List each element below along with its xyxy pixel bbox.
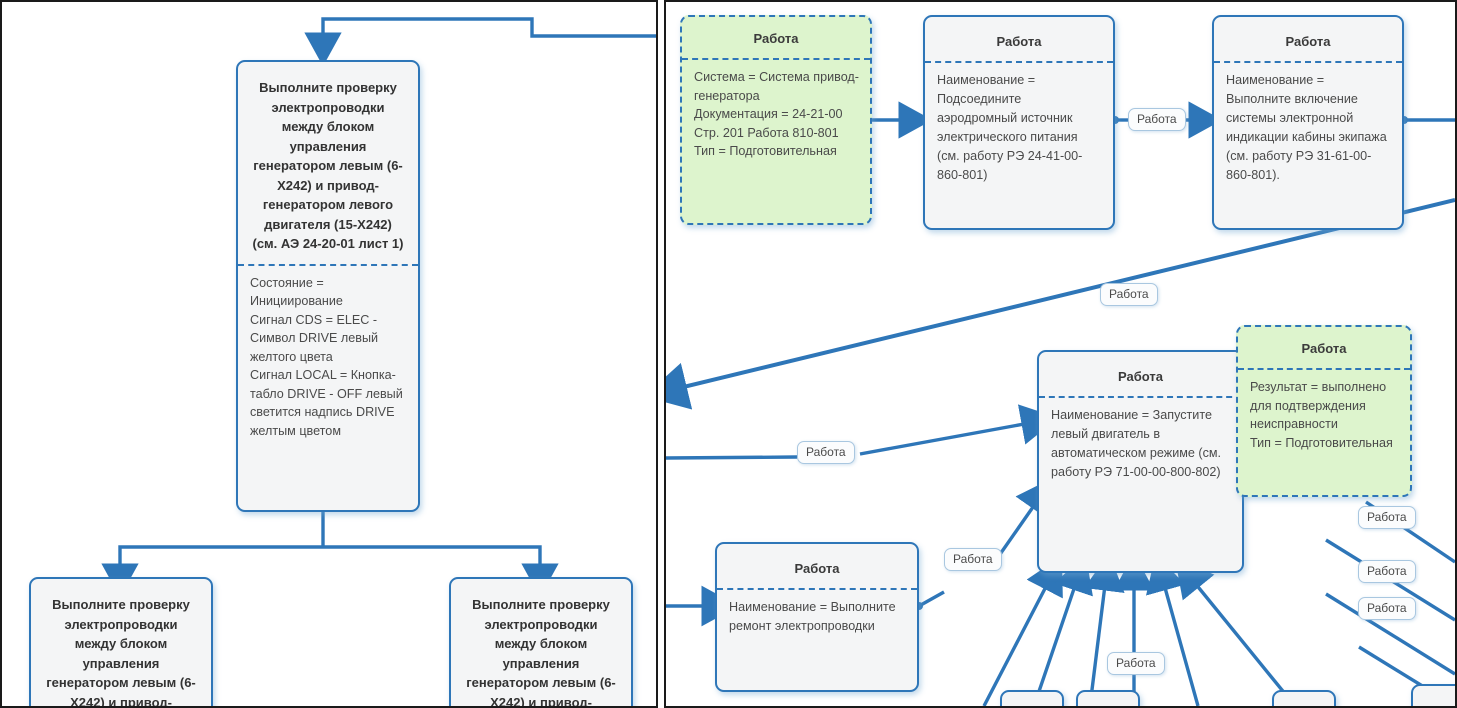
node-result-green[interactable]: Работа Результат = выполнено для подтвер… — [1236, 325, 1412, 497]
edge-fan-3 — [1084, 553, 1125, 706]
right-diagram-panel: Работа Система = Система привод-генерато… — [664, 0, 1457, 708]
edge-label-repair-engine[interactable]: Работа — [944, 548, 1002, 571]
edge-left-in-b — [859, 404, 1059, 456]
edge-fan-2 — [1032, 554, 1093, 706]
node-attr: Наименование = Запустите левый двигатель… — [1051, 408, 1222, 479]
left-canvas: Выполните проверку электропроводки между… — [2, 2, 656, 706]
node-title: Работа — [1118, 369, 1163, 384]
node-attributes: Наименование = Выполните включение систе… — [1214, 63, 1402, 193]
node-title: Выполните проверку электропроводки между… — [46, 597, 196, 708]
edge-label-fan[interactable]: Работа — [1107, 652, 1165, 675]
edge-label-right-3[interactable]: Работа — [1358, 597, 1416, 620]
node-check-wiring-main[interactable]: Выполните проверку электропроводки между… — [236, 60, 420, 512]
node-divider — [238, 263, 418, 266]
node-title: Работа — [753, 31, 799, 46]
node-attributes: Состояние = Инициирование Сигнал CDS = E… — [238, 266, 418, 449]
node-title: Выполните проверку электропроводки между… — [466, 597, 616, 708]
node-attr: Состояние = Инициирование — [250, 275, 343, 309]
node-divider — [682, 58, 870, 60]
edge-label-to-engine — [994, 477, 1054, 561]
edge-label-diagonal[interactable]: Работа — [1100, 283, 1158, 306]
edge-fan-5 — [1146, 554, 1200, 706]
right-canvas: Работа Система = Система привод-генерато… — [666, 2, 1455, 706]
node-attr: Наименование = Выполните включение систе… — [1226, 73, 1387, 182]
edge-to-child-left — [101, 545, 323, 598]
node-title: Работа — [794, 561, 840, 576]
node-stub-bottom-1[interactable] — [1000, 690, 1064, 706]
node-repair-wiring[interactable]: Работа Наименование = Выполните ремонт э… — [715, 542, 919, 692]
node-divider — [717, 588, 917, 590]
node-title: Работа — [1301, 341, 1347, 356]
node-title: Выполните проверку электропроводки между… — [252, 80, 404, 251]
edge-to-child-right — [323, 545, 559, 598]
edge-repair-to-label — [918, 590, 945, 608]
edge-left-in-a — [666, 455, 798, 460]
node-attributes: Наименование = Подсоедините аэродромный … — [925, 63, 1113, 193]
node-title: Работа — [1285, 34, 1331, 49]
edge-label-right-2[interactable]: Работа — [1358, 560, 1416, 583]
node-work-start-green[interactable]: Работа Система = Система привод-генерато… — [680, 15, 872, 225]
node-attr: Система = Система привод-генератора — [694, 70, 859, 103]
node-attr: Тип = Подготовительная — [694, 144, 837, 158]
edge-label-connect-eicas[interactable]: Работа — [1128, 108, 1186, 131]
node-attr: Сигнал CDS = ELEC - Символ DRIVE левый ж… — [250, 312, 379, 364]
edge-label-right-1[interactable]: Работа — [1358, 506, 1416, 529]
node-check-wiring-child-left[interactable]: Выполните проверку электропроводки между… — [29, 577, 213, 708]
edge-fan-6 — [1174, 558, 1297, 706]
node-divider — [1039, 396, 1242, 398]
node-stub-bottom-4[interactable] — [1411, 684, 1455, 706]
node-attr: Наименование = Выполните ремонт электроп… — [729, 600, 896, 633]
node-connect-ground-power[interactable]: Работа Наименование = Подсоедините аэрод… — [923, 15, 1115, 230]
port-dot — [908, 116, 916, 124]
node-divider — [925, 61, 1113, 63]
node-title: Работа — [996, 34, 1042, 49]
node-attributes: Результат = выполнено для подтверждения … — [1238, 370, 1410, 460]
node-attr: Тип = Подготовительная — [1250, 435, 1393, 450]
node-stub-bottom-3[interactable] — [1272, 690, 1336, 706]
node-stub-bottom-2[interactable] — [1076, 690, 1140, 706]
node-attr: Сигнал LOCAL = Кнопка-табло DRIVE - OFF … — [250, 368, 403, 438]
left-diagram-panel: Выполните проверку электропроводки между… — [0, 0, 658, 708]
node-attributes: Наименование = Запустите левый двигатель… — [1039, 398, 1242, 490]
port-dot — [1198, 116, 1206, 124]
node-attr: Результат = выполнено для подтверждения … — [1250, 380, 1387, 431]
node-divider — [1238, 368, 1410, 370]
node-start-left-engine[interactable]: Работа Наименование = Запустите левый дв… — [1037, 350, 1244, 573]
node-attributes: Наименование = Выполните ремонт электроп… — [717, 590, 917, 644]
node-divider — [1214, 61, 1402, 63]
node-check-wiring-child-right[interactable]: Выполните проверку электропроводки между… — [449, 577, 633, 708]
node-enable-eicas[interactable]: Работа Наименование = Выполните включени… — [1212, 15, 1404, 230]
edge-incoming-main — [304, 17, 656, 67]
node-attr: Наименование = Подсоедините аэродромный … — [937, 73, 1083, 182]
node-attributes: Система = Система привод-генератора Доку… — [682, 60, 870, 169]
edge-label-left-in[interactable]: Работа — [797, 441, 855, 464]
node-attr: Документация = 24-21-00 Стр. 201 Работа … — [694, 107, 843, 140]
edge-fan-1 — [982, 555, 1063, 706]
